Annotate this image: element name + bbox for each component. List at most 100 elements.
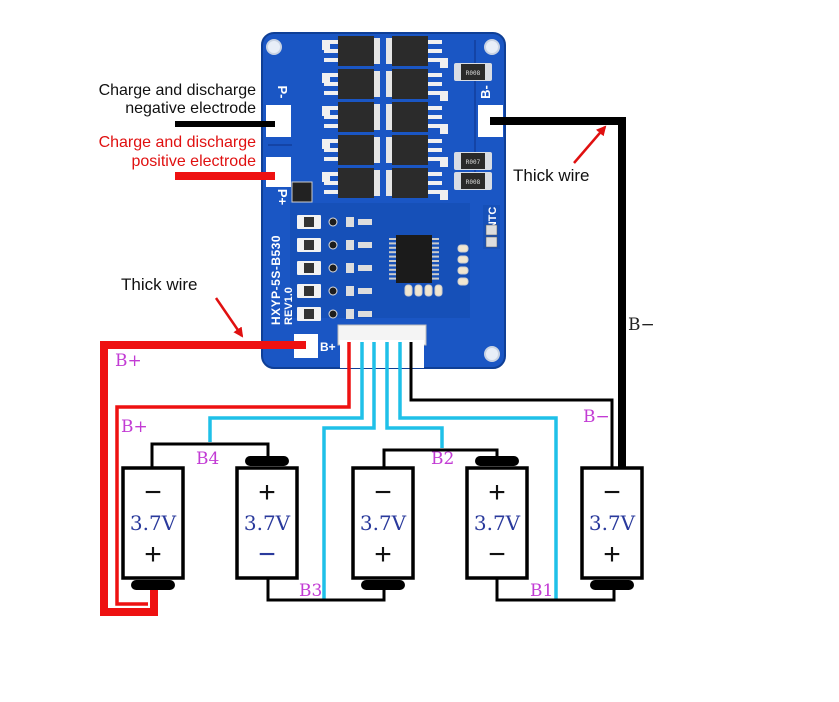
battery-body bbox=[465, 466, 529, 580]
battery-voltage: 3.7V bbox=[244, 511, 291, 535]
ntc-pad bbox=[485, 236, 498, 248]
mosfet bbox=[324, 102, 380, 132]
smd-component bbox=[291, 181, 313, 203]
shunt-resistor: R008 bbox=[454, 172, 492, 190]
smd-cap bbox=[440, 91, 448, 101]
mounting-hole bbox=[266, 39, 282, 55]
mounting-hole bbox=[484, 346, 500, 362]
link-b5-b4 bbox=[150, 442, 270, 468]
b-plus-outer-label: B+ bbox=[115, 351, 142, 371]
balance-wire-b4 bbox=[208, 342, 364, 442]
smd-cap bbox=[440, 157, 448, 167]
link-b2-b1 bbox=[495, 578, 616, 602]
positive-electrode-label-line2: positive electrode bbox=[131, 153, 256, 170]
pad-b-plus-label: B+ bbox=[320, 340, 336, 354]
battery-top-polarity: + bbox=[488, 476, 506, 509]
b-minus-thick-wire bbox=[490, 117, 626, 470]
b3-label: B3 bbox=[299, 581, 322, 601]
mosfet bbox=[386, 36, 442, 66]
smd-cap bbox=[322, 73, 330, 83]
negative-electrode-label-line2: negative electrode bbox=[125, 100, 256, 117]
mounting-hole bbox=[484, 39, 500, 55]
mosfet bbox=[324, 135, 380, 165]
link-b4-b3 bbox=[266, 578, 386, 602]
battery-top-polarity: − bbox=[374, 476, 392, 509]
balance-wire-b-plus bbox=[115, 342, 351, 606]
mosfet bbox=[324, 69, 380, 99]
thick-wire-arrow-left bbox=[214, 297, 244, 338]
battery-body bbox=[580, 466, 644, 580]
battery-top-polarity: − bbox=[144, 476, 162, 509]
resistor-label: R007 bbox=[466, 159, 481, 166]
battery-cell: −3.7V+ bbox=[580, 466, 644, 590]
balance-connector bbox=[337, 324, 427, 368]
battery-voltage: 3.7V bbox=[360, 511, 407, 535]
board-revision-label: REV1.0 bbox=[283, 287, 295, 325]
battery-bottom-polarity: − bbox=[488, 538, 506, 571]
thick-wire-arrow-right bbox=[573, 125, 607, 164]
battery-positive-terminal bbox=[590, 580, 634, 590]
b2-label: B2 bbox=[431, 449, 454, 469]
smd-cap bbox=[440, 58, 448, 68]
shunt-resistor: R008 bbox=[454, 63, 492, 81]
pad-p-minus-label: P- bbox=[275, 86, 290, 99]
battery-top-polarity: + bbox=[258, 476, 276, 509]
battery-body bbox=[351, 466, 415, 580]
resistor-label: R008 bbox=[466, 179, 481, 186]
battery-bottom-polarity: + bbox=[144, 538, 162, 571]
smd-cap bbox=[322, 139, 330, 149]
battery-pack: −3.7V++3.7V−−3.7V++3.7V−−3.7V+ bbox=[121, 456, 644, 590]
balance-wire-b2 bbox=[385, 342, 444, 448]
positive-electrode-label-line1: Charge and discharge bbox=[99, 134, 257, 151]
battery-positive-terminal bbox=[361, 580, 405, 590]
bms-ic-chip bbox=[389, 235, 439, 283]
battery-voltage: 3.7V bbox=[130, 511, 177, 535]
balance-wire-b1 bbox=[398, 342, 558, 600]
battery-bottom-polarity: − bbox=[258, 538, 276, 571]
battery-voltage: 3.7V bbox=[474, 511, 521, 535]
mosfet bbox=[386, 69, 442, 99]
battery-body bbox=[235, 466, 299, 580]
pad-b-minus-label: B- bbox=[478, 85, 493, 99]
b-minus-balance-label: B− bbox=[583, 407, 610, 427]
resistor-label: R008 bbox=[466, 70, 481, 77]
thick-wire-label-left: Thick wire bbox=[121, 275, 198, 294]
b-minus-main-label: B− bbox=[628, 315, 655, 335]
b-plus-thick-wire bbox=[100, 341, 306, 616]
smd-cap bbox=[440, 190, 448, 200]
negative-electrode-label-line1: Charge and discharge bbox=[99, 82, 257, 99]
mosfet bbox=[386, 102, 442, 132]
smd-cap bbox=[322, 106, 330, 116]
balance-wire-b-minus bbox=[409, 342, 614, 470]
battery-body bbox=[121, 466, 185, 580]
mosfet bbox=[324, 36, 380, 66]
mosfet bbox=[386, 168, 442, 198]
battery-cell: +3.7V − bbox=[465, 456, 529, 580]
b-plus-inner-label: B+ bbox=[121, 417, 148, 437]
ntc-pad bbox=[485, 224, 498, 236]
mosfet-array bbox=[322, 36, 448, 200]
balance-wire-b3 bbox=[322, 342, 376, 600]
pad-p-plus-label: P+ bbox=[275, 189, 290, 206]
mosfet bbox=[324, 168, 380, 198]
battery-bottom-polarity: + bbox=[374, 538, 392, 571]
battery-top-polarity: − bbox=[603, 476, 621, 509]
battery-cell: −3.7V + bbox=[121, 466, 185, 590]
mosfet bbox=[386, 135, 442, 165]
thick-wire-label-right: Thick wire bbox=[513, 166, 590, 185]
smd-cap bbox=[322, 40, 330, 50]
smd-cap bbox=[440, 124, 448, 134]
b1-label: B1 bbox=[530, 581, 553, 601]
link-b3-b2 bbox=[382, 448, 499, 468]
battery-cell: −3.7V + bbox=[351, 466, 415, 590]
battery-cell: +3.7V − bbox=[235, 456, 299, 580]
smd-cap bbox=[322, 172, 330, 182]
board-model-label: HXYP-5S-B530 bbox=[269, 235, 283, 325]
battery-positive-terminal bbox=[131, 580, 175, 590]
battery-positive-terminal bbox=[475, 456, 519, 466]
bms-board: R008 R007 R008 P- P+ B- B+ bbox=[261, 32, 506, 369]
shunt-resistor: R007 bbox=[454, 152, 492, 170]
ntc-label: NTC bbox=[487, 207, 499, 230]
battery-bottom-polarity: + bbox=[603, 538, 621, 571]
